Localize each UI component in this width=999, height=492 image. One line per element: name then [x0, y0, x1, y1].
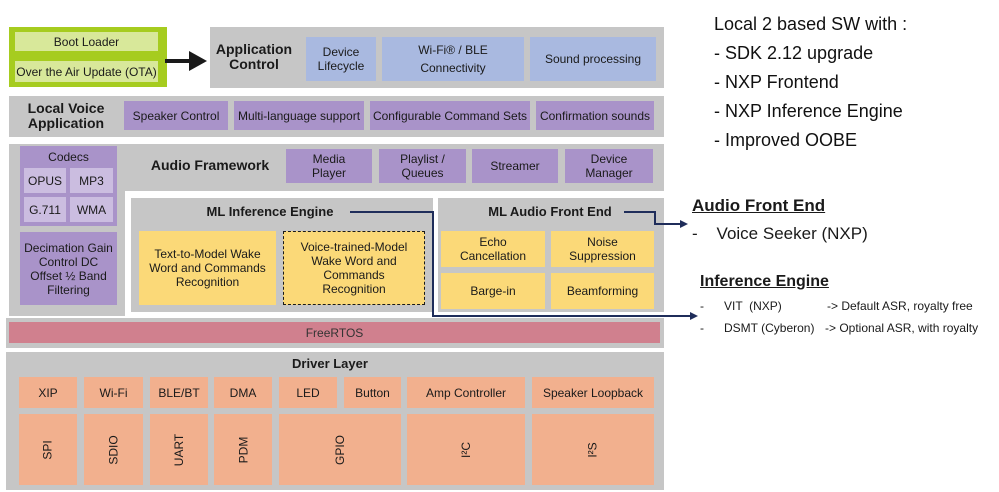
inference-arrowhead-icon [690, 312, 698, 320]
driver-xip: XIP [19, 377, 77, 408]
audio-framework-title: Audio Framework [150, 157, 270, 173]
codec-wma: WMA [70, 197, 113, 222]
codecs-title: Codecs [48, 149, 89, 164]
driver-uart: UART [150, 414, 208, 485]
driver-button: Button [344, 377, 401, 408]
playlist-queues: Playlist / Queues [379, 149, 466, 183]
signal-processing-block: Decimation Gain Control DC Offset ½ Band… [20, 232, 117, 305]
i2c-label: I²C [459, 441, 473, 458]
arrow-right-icon [165, 51, 207, 71]
ie-row-name: VIT (NXP) [724, 299, 782, 313]
afe-note-item: - Voice Seeker (NXP) [692, 224, 868, 243]
ie-note-row: - VIT (NXP) -> Default ASR, royalty free [700, 299, 999, 315]
driver-amp-controller: Amp Controller [407, 377, 525, 408]
note-item: - NXP Frontend [714, 72, 839, 92]
note-item: - Improved OOBE [714, 130, 858, 150]
note-item: - SDK 2.12 upgrade [714, 43, 874, 63]
driver-pdm: PDM [214, 414, 272, 485]
multi-language-support: Multi-language support [234, 101, 364, 130]
media-player: Media Player [286, 149, 372, 183]
ie-row-dash: - [700, 321, 704, 335]
driver-dma: DMA [214, 377, 272, 408]
pdm-label: PDM [235, 436, 250, 463]
freertos: FreeRTOS [9, 322, 660, 343]
confirmation-sounds: Confirmation sounds [536, 101, 654, 130]
note-item: - NXP Inference Engine [714, 101, 903, 121]
sdio-label: SDIO [106, 434, 121, 465]
gpio-label: GPIO [332, 434, 347, 465]
ie-row-name: DSMT (Cyberon) [724, 321, 815, 335]
local-voice-title: Local Voice Application [27, 100, 105, 131]
driver-gpio: GPIO [279, 414, 401, 485]
ie-note-row: - DSMT (Cyberon) -> Optional ASR, with r… [700, 321, 999, 337]
spi-label: SPI [41, 439, 55, 460]
text-to-model-recognition: Text-to-Model Wake Word and Commands Rec… [139, 231, 276, 305]
ml-afe-title: ML Audio Front End [488, 204, 612, 219]
notes-heading: Local 2 based SW with : [714, 14, 908, 34]
configurable-command-sets: Configurable Command Sets [370, 101, 530, 130]
ie-row-desc: -> Optional ASR, with royalty [825, 321, 979, 335]
driver-i2c: I²C [407, 414, 525, 485]
i2s-label: I²S [586, 441, 600, 458]
driver-led: LED [279, 377, 337, 408]
application-control-title: Application Control [215, 41, 293, 72]
ie-row-desc: -> Default ASR, royalty free [827, 299, 973, 313]
driver-i2s: I²S [532, 414, 654, 485]
streamer: Streamer [472, 149, 558, 183]
driver-ble-bt: BLE/BT [150, 377, 208, 408]
noise-suppression: Noise Suppression [551, 231, 654, 267]
codec-opus: OPUS [24, 168, 66, 193]
ie-row-dash: - [700, 299, 704, 313]
release-notes: Local 2 based SW with : - SDK 2.12 upgra… [714, 10, 994, 155]
voice-trained-model-recognition: Voice-trained-Model Wake Word and Comman… [283, 231, 425, 305]
ml-inference-title: ML Inference Engine [206, 204, 334, 219]
beamforming: Beamforming [551, 273, 654, 309]
driver-speaker-loopback: Speaker Loopback [532, 377, 654, 408]
ota: Over the Air Update (OTA) [15, 61, 158, 82]
afe-arrowhead-icon [680, 220, 688, 228]
sound-processing: Sound processing [530, 37, 656, 81]
driver-spi: SPI [19, 414, 77, 485]
afe-connector [624, 211, 680, 225]
ie-note-title: Inference Engine [700, 273, 829, 290]
boot-loader: Boot Loader [15, 32, 158, 51]
driver-sdio: SDIO [84, 414, 143, 485]
device-manager: Device Manager [565, 149, 653, 183]
afe-note-title: Audio Front End [692, 196, 826, 215]
codec-g711: G.711 [24, 197, 66, 222]
echo-cancellation: Echo Cancellation [441, 231, 545, 267]
barge-in: Barge-in [441, 273, 545, 309]
device-lifecycle: Device Lifecycle [306, 37, 376, 81]
inference-connector [350, 211, 690, 317]
uart-label: UART [171, 433, 186, 466]
speaker-control: Speaker Control [124, 101, 228, 130]
driver-layer-title: Driver Layer [292, 356, 368, 371]
driver-wifi: Wi-Fi [84, 377, 143, 408]
wifi-ble-connectivity: Wi-Fi® / BLE Connectivity [382, 37, 524, 81]
codec-mp3: MP3 [70, 168, 113, 193]
